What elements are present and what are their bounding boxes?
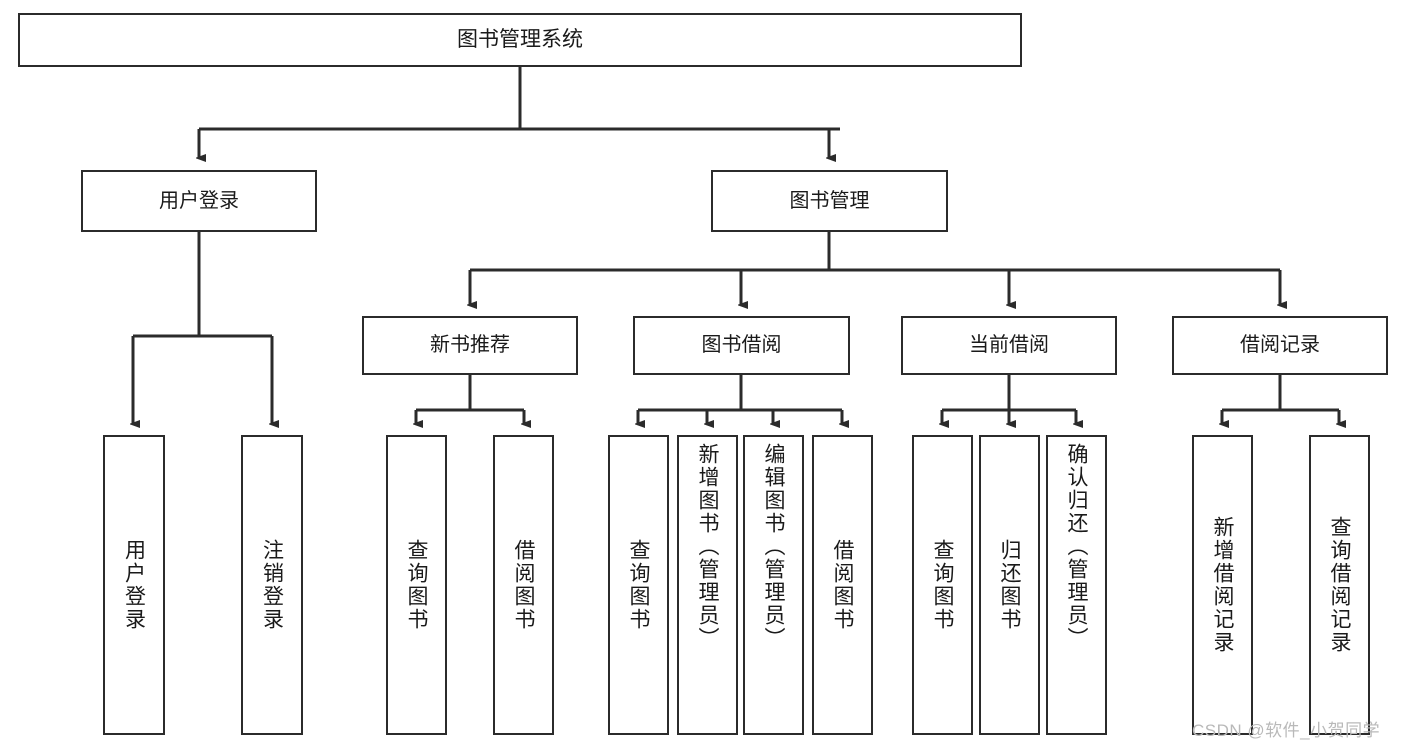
leaf-return-book[interactable]: 归还图书 [979,435,1040,735]
node-user-login[interactable]: 用户登录 [81,170,317,232]
leaf-confirm-return-admin[interactable]: 确认归还（管理员） [1046,435,1107,735]
leaf-add-borrow-record[interactable]: 新增借阅记录 [1192,435,1253,735]
leaf-query-borrow-record[interactable]: 查询借阅记录 [1309,435,1370,735]
leaf-query-book-borrow[interactable]: 查询图书 [608,435,669,735]
leaf-query-book-current[interactable]: 查询图书 [912,435,973,735]
node-book-borrow[interactable]: 图书借阅 [633,316,850,375]
node-current-borrow[interactable]: 当前借阅 [901,316,1117,375]
csdn-watermark: CSDN @软件_小贺同学 [1192,721,1381,740]
node-new-book-recommend[interactable]: 新书推荐 [362,316,578,375]
leaf-edit-book-admin[interactable]: 编辑图书（管理员） [743,435,804,735]
leaf-logout[interactable]: 注销登录 [241,435,303,735]
leaf-borrow-book[interactable]: 借阅图书 [812,435,873,735]
leaf-add-book-admin[interactable]: 新增图书（管理员） [677,435,738,735]
node-borrow-record[interactable]: 借阅记录 [1172,316,1388,375]
leaf-query-book-recommend[interactable]: 查询图书 [386,435,447,735]
node-book-management[interactable]: 图书管理 [711,170,948,232]
leaf-borrow-book-recommend[interactable]: 借阅图书 [493,435,554,735]
node-root[interactable]: 图书管理系统 [18,13,1022,67]
leaf-user-login[interactable]: 用户登录 [103,435,165,735]
